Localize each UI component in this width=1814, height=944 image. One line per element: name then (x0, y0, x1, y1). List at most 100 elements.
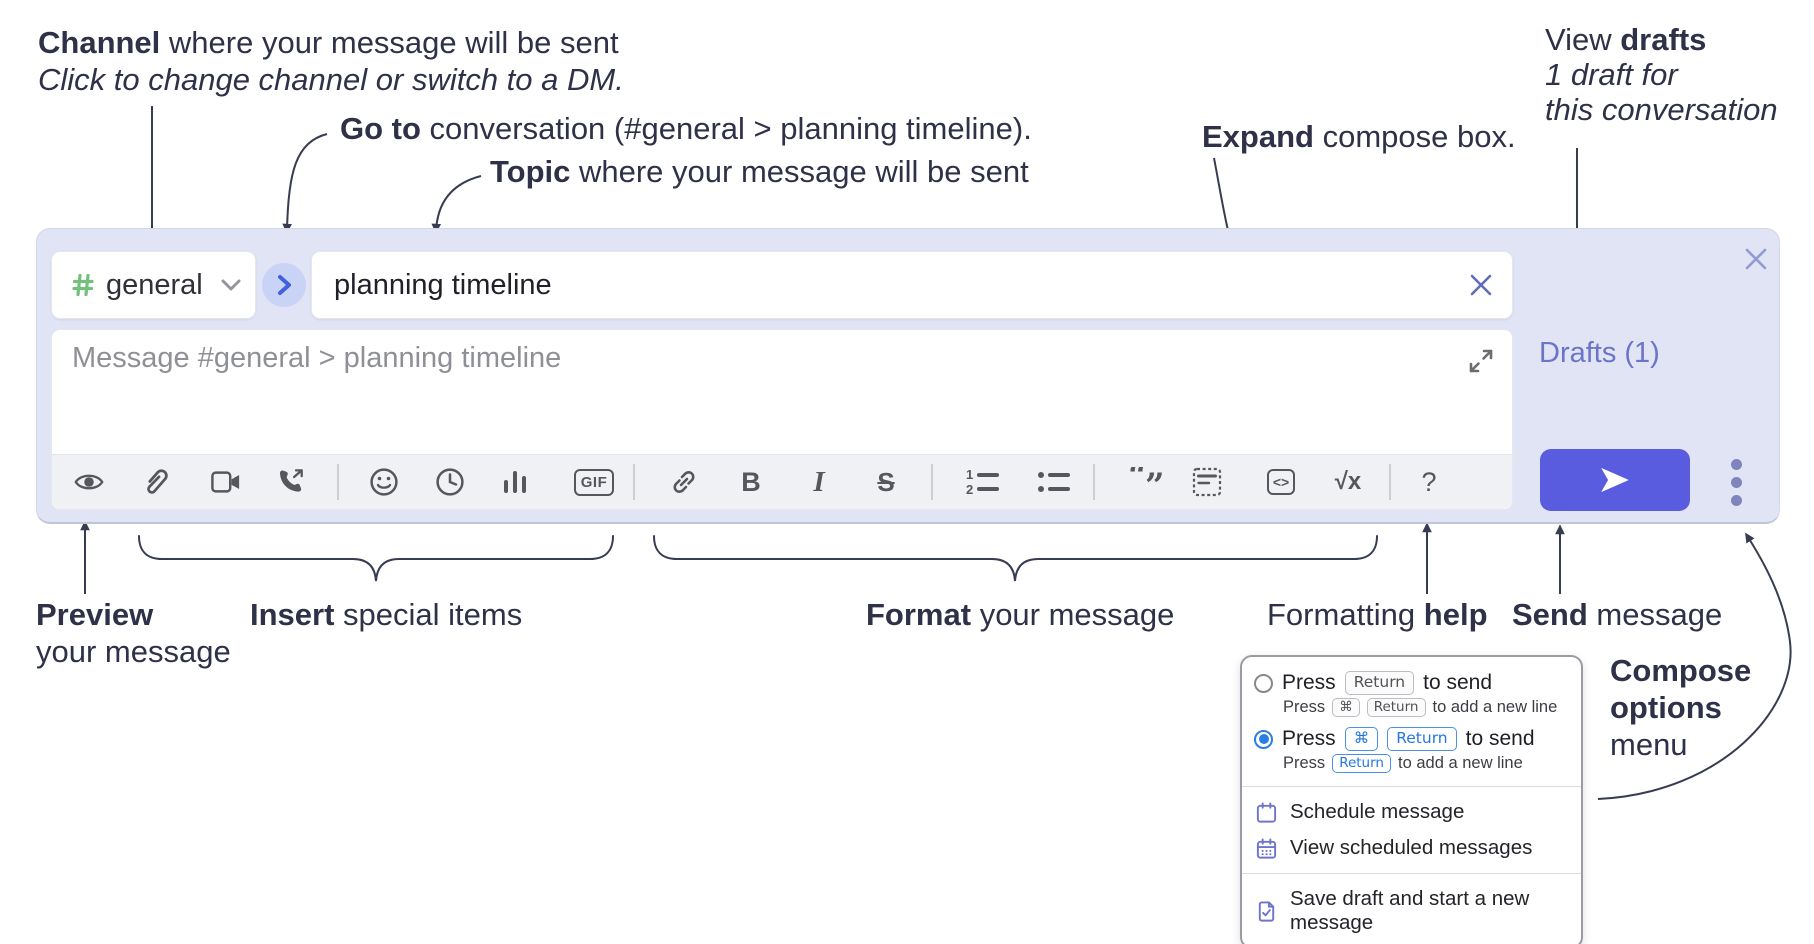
note-preview-bold: Preview (36, 597, 154, 632)
kbd-return: Return (1387, 727, 1457, 751)
note-view-drafts-pre: View (1545, 22, 1621, 57)
spoiler-icon (1192, 467, 1222, 497)
bulleted-list-icon (1038, 472, 1070, 492)
note-send-rest: message (1587, 597, 1723, 632)
note-channel: Channel where your message will be sent … (38, 24, 624, 98)
topic-input[interactable] (311, 251, 1513, 319)
note-send-bold: Send (1512, 597, 1588, 632)
note-goto-bold: Go to (340, 111, 421, 146)
message-input[interactable] (52, 330, 1512, 454)
note-insert: Insert special items (250, 596, 522, 633)
paperclip-icon (147, 469, 168, 494)
note-help: Formatting help (1267, 596, 1488, 633)
preview-button[interactable] (74, 466, 104, 498)
save-draft-label: Save draft and start a new message (1290, 887, 1530, 934)
note-preview: Preview your message (36, 596, 231, 670)
note-insert-rest: special items (334, 597, 523, 632)
note-compose-options-line2: options (1610, 690, 1722, 725)
bar-chart-icon (504, 471, 526, 493)
save-draft-item[interactable]: Save draft and start a new message (1242, 881, 1581, 937)
toolbar-divider (1389, 464, 1391, 500)
draft-document-icon (1258, 900, 1275, 922)
bulleted-list-button[interactable] (1036, 466, 1072, 498)
add-global-time-button[interactable] (435, 466, 465, 498)
expand-compose-icon[interactable] (1466, 346, 1496, 376)
cmd-enter-sends-option[interactable]: Press ⌘ Return to send (1242, 723, 1581, 751)
option-suffix-label: to send (1465, 727, 1535, 750)
clear-topic-icon[interactable] (1467, 271, 1495, 299)
numbered-list-button[interactable]: 1 2 (965, 466, 1001, 498)
svg-text:“: “ (1128, 467, 1148, 496)
note-channel-bold: Channel (38, 25, 161, 60)
italic-button[interactable]: I (804, 466, 834, 498)
option-press-label: Press (1283, 754, 1326, 772)
note-compose-options-line3: menu (1610, 727, 1688, 762)
strikethrough-button[interactable]: S (871, 466, 901, 498)
add-gif-button[interactable]: GIF (572, 466, 616, 498)
toolbar-divider (337, 464, 339, 500)
link-icon (673, 471, 695, 493)
note-view-drafts-bold: drafts (1620, 22, 1707, 57)
video-call-button[interactable] (211, 466, 241, 498)
note-expand-bold: Expand (1202, 119, 1314, 154)
drafts-link[interactable]: Drafts (1) (1539, 337, 1660, 369)
note-channel-rest: where your message will be sent (160, 25, 619, 60)
schedule-message-item[interactable]: Schedule message (1242, 794, 1581, 830)
menu-divider (1242, 873, 1581, 874)
note-format: Format your message (866, 596, 1174, 633)
kbd-return: Return (1332, 754, 1391, 773)
quote-button[interactable]: “ ” (1127, 466, 1167, 498)
kbd-cmd: ⌘ (1332, 698, 1360, 717)
numbered-list-icon: 1 2 (966, 468, 999, 496)
dot-icon (1731, 459, 1742, 470)
menu-divider (1242, 786, 1581, 787)
math-button[interactable]: √x (1326, 466, 1370, 498)
chevron-down-icon (221, 279, 241, 290)
audio-call-button[interactable] (276, 466, 306, 498)
svg-text:”: ” (1145, 467, 1165, 497)
note-topic: Topic where your message will be sent (490, 153, 1029, 190)
link-button[interactable] (669, 466, 699, 498)
toolbar-divider (931, 464, 933, 500)
dot-icon (1731, 477, 1742, 488)
spoiler-button[interactable] (1192, 466, 1222, 498)
phone-call-icon (280, 469, 303, 492)
quote-icon: “ ” (1128, 467, 1165, 497)
note-view-drafts: View drafts 1 draft for this conversatio… (1545, 22, 1778, 127)
send-icon (1601, 467, 1629, 493)
view-scheduled-messages-item[interactable]: View scheduled messages (1242, 830, 1581, 866)
note-help-pre: Formatting (1267, 597, 1424, 632)
kbd-return: Return (1344, 671, 1415, 695)
compose-options-menu-button[interactable] (1731, 459, 1742, 506)
note-format-bold: Format (866, 597, 972, 632)
note-channel-subtitle: Click to change channel or switch to a D… (38, 62, 624, 97)
close-compose-icon[interactable] (1742, 245, 1770, 273)
smiley-icon (370, 468, 398, 496)
note-expand-rest: compose box. (1313, 119, 1516, 154)
add-poll-button[interactable] (500, 466, 530, 498)
bold-icon: B (741, 466, 761, 497)
message-formatting-help-button[interactable]: ? (1414, 466, 1444, 498)
video-camera-icon (211, 471, 240, 493)
code-icon: <> (1266, 469, 1296, 495)
radio-unselected-icon[interactable] (1254, 673, 1273, 693)
note-compose-options: Compose options menu (1610, 652, 1751, 763)
connector-topic (431, 175, 482, 234)
channel-selector[interactable]: general (51, 251, 256, 319)
bold-button[interactable]: B (736, 466, 766, 498)
compose-box: general (36, 228, 1780, 524)
question-mark-icon: ? (1421, 466, 1437, 497)
enter-sends-subtext: Press ⌘ Return to add a new line (1242, 695, 1581, 723)
radio-selected-icon[interactable] (1254, 729, 1273, 749)
note-preview-line2: your message (36, 634, 231, 669)
go-to-conversation-button[interactable] (262, 263, 306, 307)
note-view-drafts-line2: 1 draft for (1545, 57, 1678, 92)
eye-icon (74, 474, 104, 490)
attach-file-button[interactable] (140, 466, 170, 498)
calendar-grid-icon (1256, 837, 1277, 859)
note-help-bold: help (1423, 597, 1488, 632)
emoji-button[interactable] (369, 466, 399, 498)
send-button[interactable] (1540, 449, 1690, 511)
enter-sends-option[interactable]: Press Return to send (1242, 667, 1581, 695)
code-button[interactable]: <> (1261, 466, 1301, 498)
